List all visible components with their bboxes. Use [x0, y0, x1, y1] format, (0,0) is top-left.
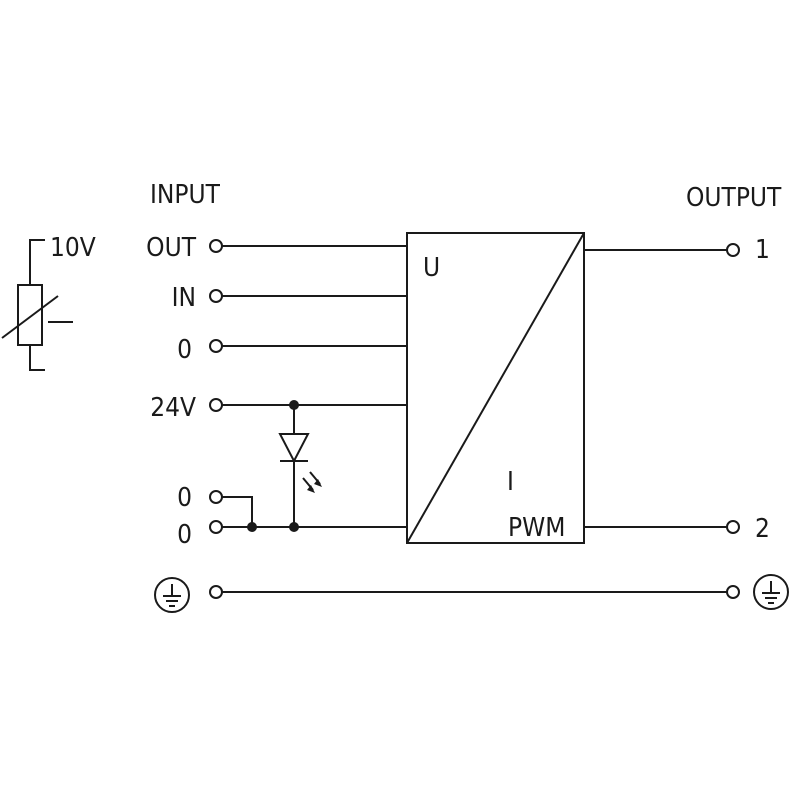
junction-dot	[289, 400, 299, 410]
terminal-input-24v	[209, 398, 223, 412]
terminal-input-zero-3	[209, 520, 223, 534]
junction-dot	[289, 522, 299, 532]
wire-zero-2	[222, 496, 253, 527]
input-in-label: IN	[172, 283, 196, 313]
terminal-input-zero-1	[209, 339, 223, 353]
potentiometer-label: 10V	[50, 233, 96, 263]
terminal-input-out	[209, 239, 223, 253]
converter-block	[406, 232, 585, 544]
output-terminal-2-label: 2	[755, 514, 770, 544]
led-icon	[278, 405, 322, 527]
input-supply-label: 24V	[150, 393, 196, 423]
protective-earth-icon	[154, 577, 190, 613]
junction-dot	[247, 522, 257, 532]
potentiometer-icon	[1, 239, 73, 371]
output-header: OUTPUT	[686, 183, 782, 213]
terminal-input-zero-2	[209, 490, 223, 504]
input-zero-label-1: 0	[177, 335, 192, 365]
terminal-input-in	[209, 289, 223, 303]
input-out-label: OUT	[146, 233, 197, 263]
terminal-output-1	[726, 243, 740, 257]
terminal-output-2	[726, 520, 740, 534]
terminal-earth-left	[209, 585, 223, 599]
converter-current-label: I	[507, 467, 514, 497]
input-zero-label-3: 0	[177, 520, 192, 550]
converter-input-label: U	[423, 253, 440, 283]
terminal-earth-right	[726, 585, 740, 599]
protective-earth-icon	[753, 574, 789, 610]
input-header: INPUT	[150, 180, 221, 210]
output-terminal-1-label: 1	[755, 235, 770, 265]
input-zero-label-2: 0	[177, 483, 192, 513]
converter-pwm-label: PWM	[508, 513, 565, 543]
